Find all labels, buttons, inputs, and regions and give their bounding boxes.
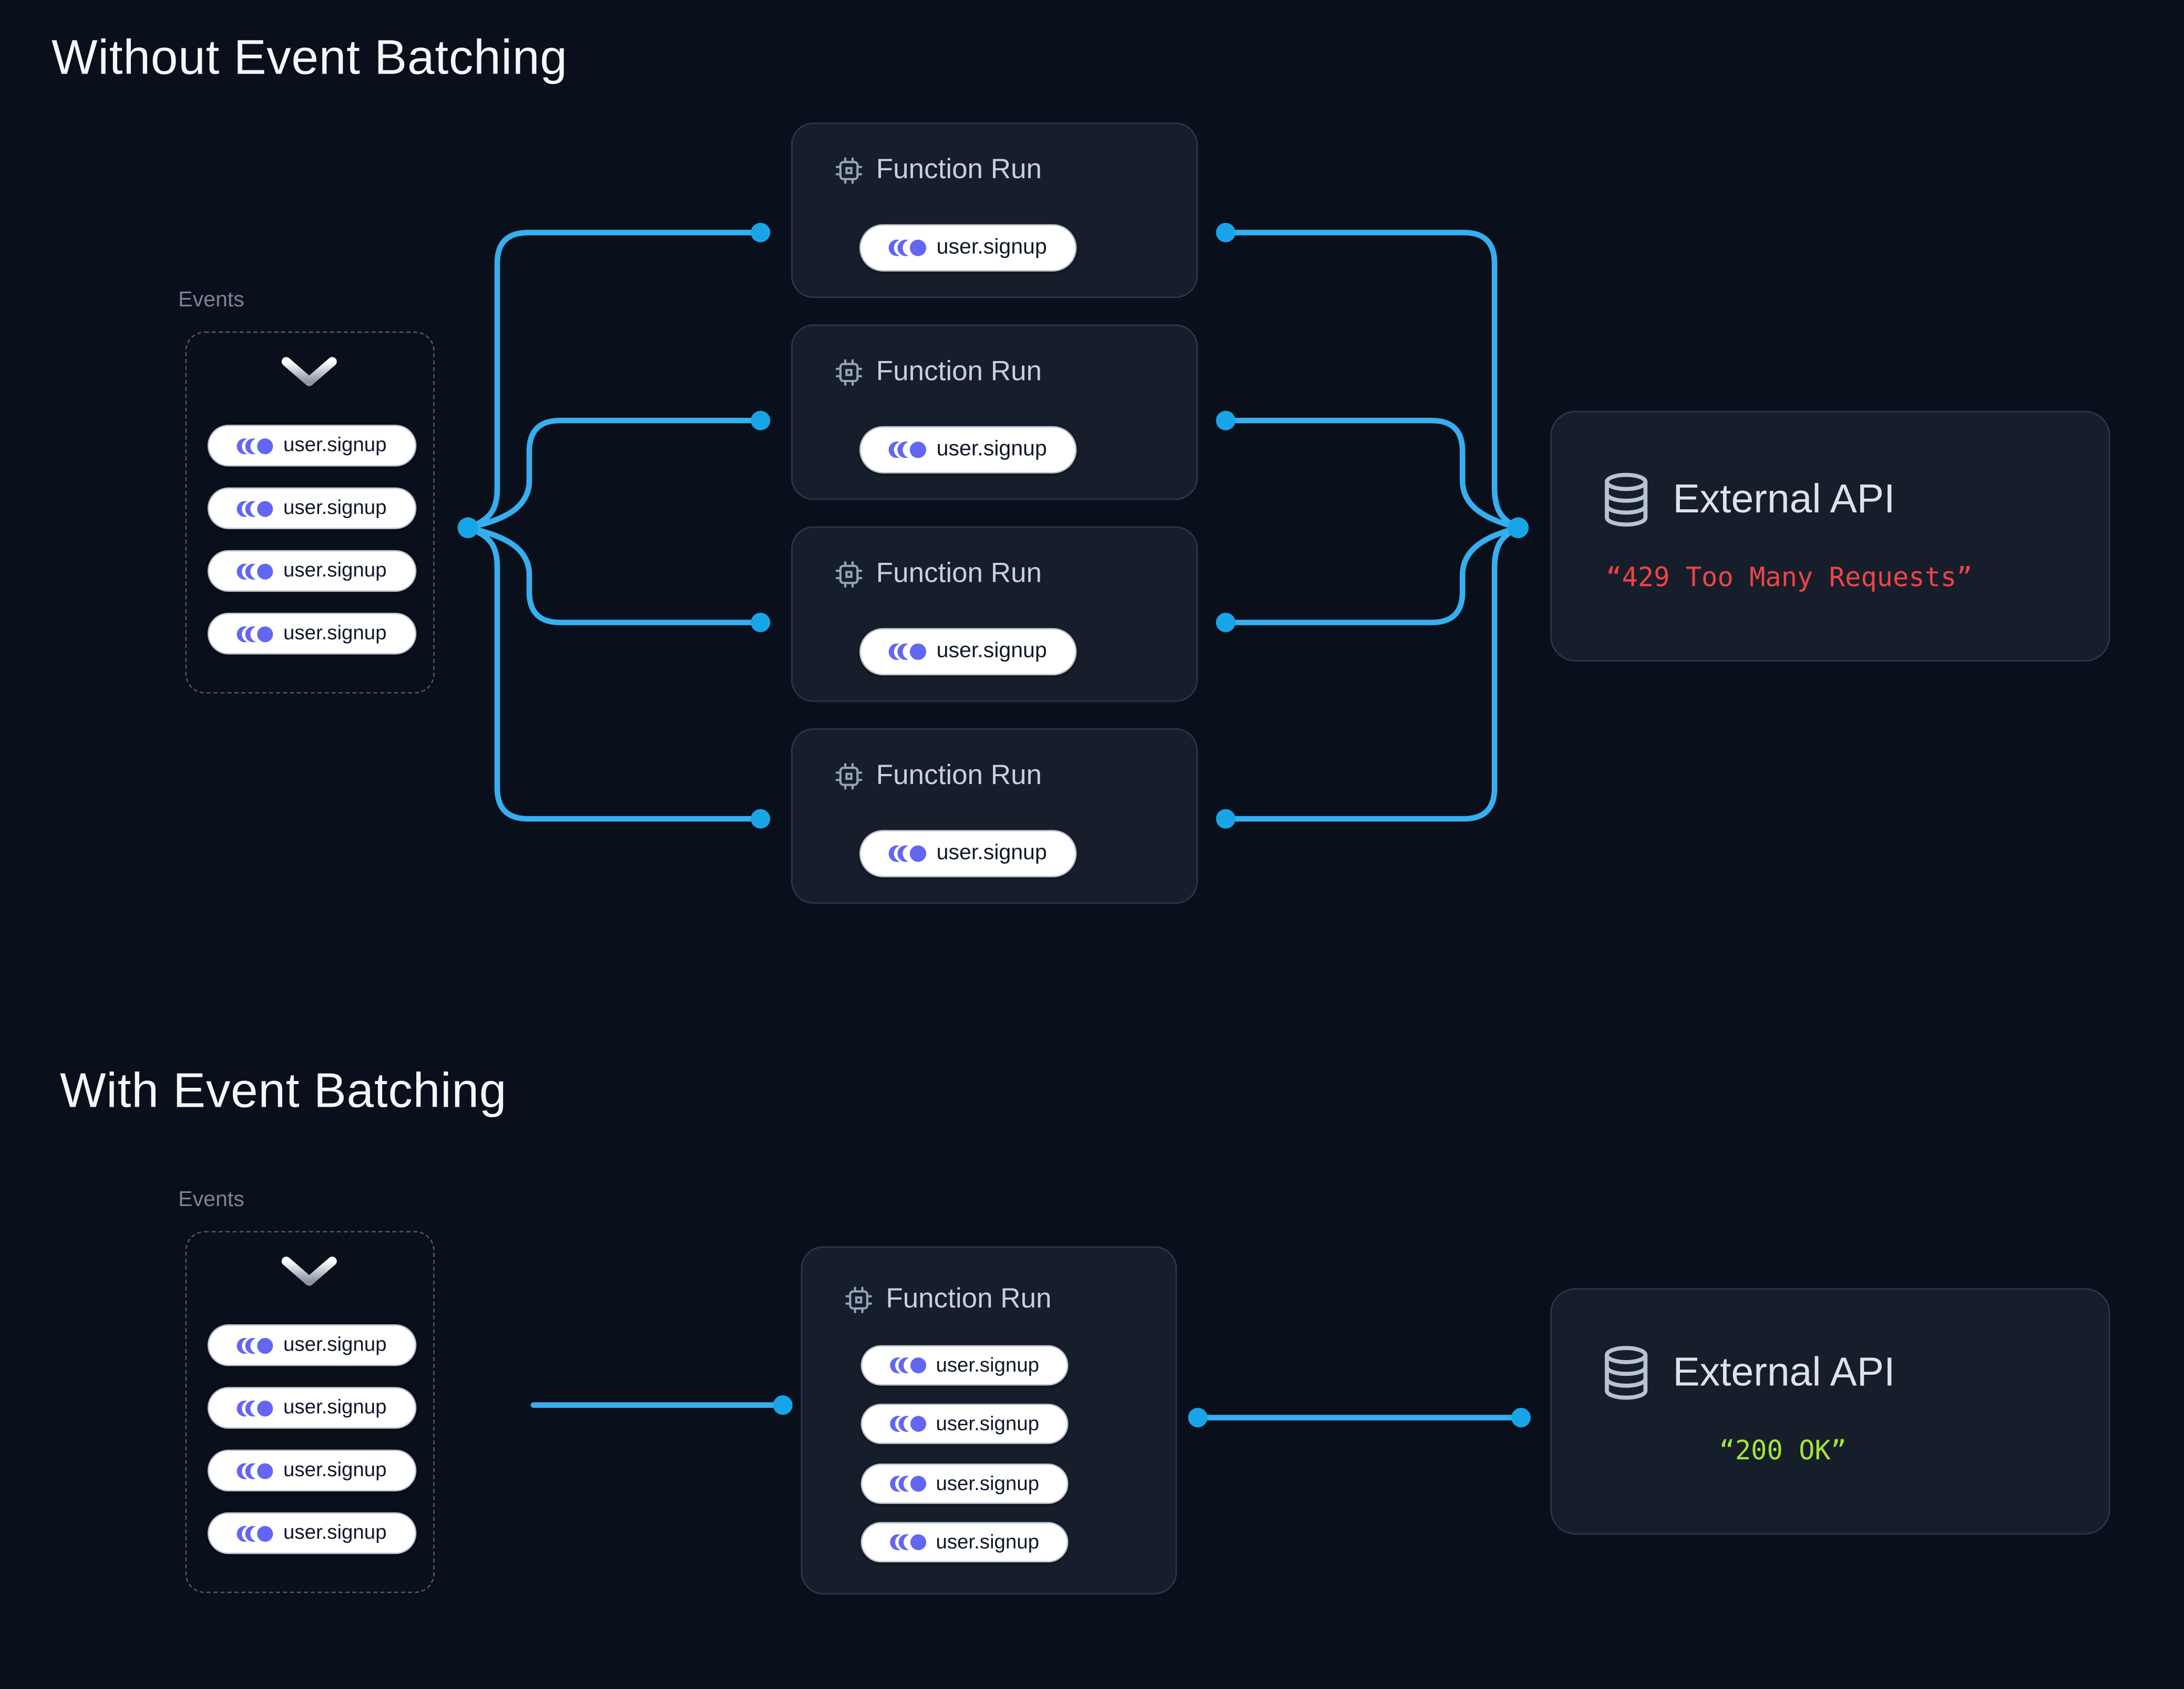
chevron-down-icon <box>281 1257 337 1286</box>
function-run-title: Function Run <box>876 760 1042 791</box>
event-pill: user.signup <box>207 550 417 592</box>
event-icon <box>237 625 274 642</box>
event-pill-label: user.signup <box>936 1413 1040 1435</box>
cpu-icon <box>845 1286 872 1313</box>
event-icon <box>889 643 927 660</box>
event-pill: user.signup <box>207 1387 417 1429</box>
event-pill-label: user.signup <box>936 841 1047 865</box>
event-icon <box>237 563 274 579</box>
event-pill-label: user.signup <box>283 434 387 457</box>
event-pill-label: user.signup <box>936 235 1047 259</box>
cpu-icon <box>835 359 863 386</box>
event-pill: user.signup <box>859 224 1077 272</box>
database-icon <box>1605 472 1648 527</box>
function-run-card: Function Run user.signup <box>791 526 1198 702</box>
event-icon <box>889 441 927 458</box>
event-pill-label: user.signup <box>936 1531 1040 1553</box>
event-pill-label: user.signup <box>283 1522 387 1544</box>
event-pill-label: user.signup <box>283 560 387 582</box>
event-pill: user.signup <box>860 1464 1069 1504</box>
event-icon <box>237 1399 274 1416</box>
event-pill-label: user.signup <box>936 1472 1040 1495</box>
event-icon <box>890 1416 926 1432</box>
events-label: Events <box>178 288 244 312</box>
cpu-icon <box>835 157 863 184</box>
section-title-with-batching: With Event Batching <box>59 1064 507 1118</box>
function-run-card: Function Run user.signup <box>791 324 1198 500</box>
event-icon <box>237 1525 274 1541</box>
event-pill-label: user.signup <box>283 497 387 520</box>
event-icon <box>237 500 274 517</box>
event-pill: user.signup <box>860 1345 1069 1386</box>
event-icon <box>237 1463 274 1479</box>
event-pill: user.signup <box>207 1324 417 1366</box>
database-icon <box>1605 1346 1648 1400</box>
event-icon <box>889 240 927 256</box>
chevron-down-icon <box>281 357 337 386</box>
event-pill: user.signup <box>207 1512 417 1554</box>
event-pill: user.signup <box>207 425 417 467</box>
event-pill-label: user.signup <box>283 622 387 645</box>
cpu-icon <box>835 561 863 588</box>
event-pill-label: user.signup <box>283 1334 387 1356</box>
event-pill: user.signup <box>859 628 1077 676</box>
api-response-error: “429 Too Many Requests” <box>1606 562 1973 593</box>
external-api-title: External API <box>1673 477 1895 522</box>
event-pill-label: user.signup <box>283 1459 387 1482</box>
function-run-card: Function Run user.signup <box>791 728 1198 904</box>
event-pill-label: user.signup <box>936 437 1047 461</box>
api-response-success: “200 OK” <box>1719 1436 1847 1467</box>
function-run-title: Function Run <box>886 1284 1052 1315</box>
cpu-icon <box>835 763 863 790</box>
external-api-card: External API “200 OK” <box>1550 1288 2110 1535</box>
external-api-title: External API <box>1673 1350 1895 1395</box>
events-box: user.signup user.signup user.signup user… <box>185 1231 435 1593</box>
event-icon <box>237 1337 274 1353</box>
event-icon <box>890 1476 926 1492</box>
event-pill: user.signup <box>860 1404 1069 1444</box>
event-pill: user.signup <box>859 426 1077 473</box>
event-icon <box>237 437 274 454</box>
function-run-title: Function Run <box>876 155 1042 186</box>
function-run-title: Function Run <box>876 356 1042 387</box>
event-pill: user.signup <box>859 830 1077 878</box>
event-pill-label: user.signup <box>936 1354 1040 1377</box>
function-run-title: Function Run <box>876 558 1042 589</box>
event-pill: user.signup <box>860 1522 1069 1563</box>
event-pill: user.signup <box>207 487 417 529</box>
external-api-card: External API “429 Too Many Requests” <box>1550 410 2110 662</box>
events-label: Events <box>178 1188 244 1212</box>
event-pill: user.signup <box>207 612 417 655</box>
function-run-card-batched: Function Run user.signup user.signup use… <box>801 1246 1177 1595</box>
event-icon <box>890 1534 926 1550</box>
event-pill-label: user.signup <box>936 639 1047 663</box>
event-pill: user.signup <box>207 1449 417 1492</box>
function-run-card: Function Run user.signup <box>791 122 1198 298</box>
event-pill-label: user.signup <box>283 1396 387 1419</box>
section-title-without-batching: Without Event Batching <box>52 30 568 85</box>
event-icon <box>889 845 927 862</box>
events-box: user.signup user.signup user.signup user… <box>185 331 435 694</box>
event-icon <box>890 1357 926 1374</box>
